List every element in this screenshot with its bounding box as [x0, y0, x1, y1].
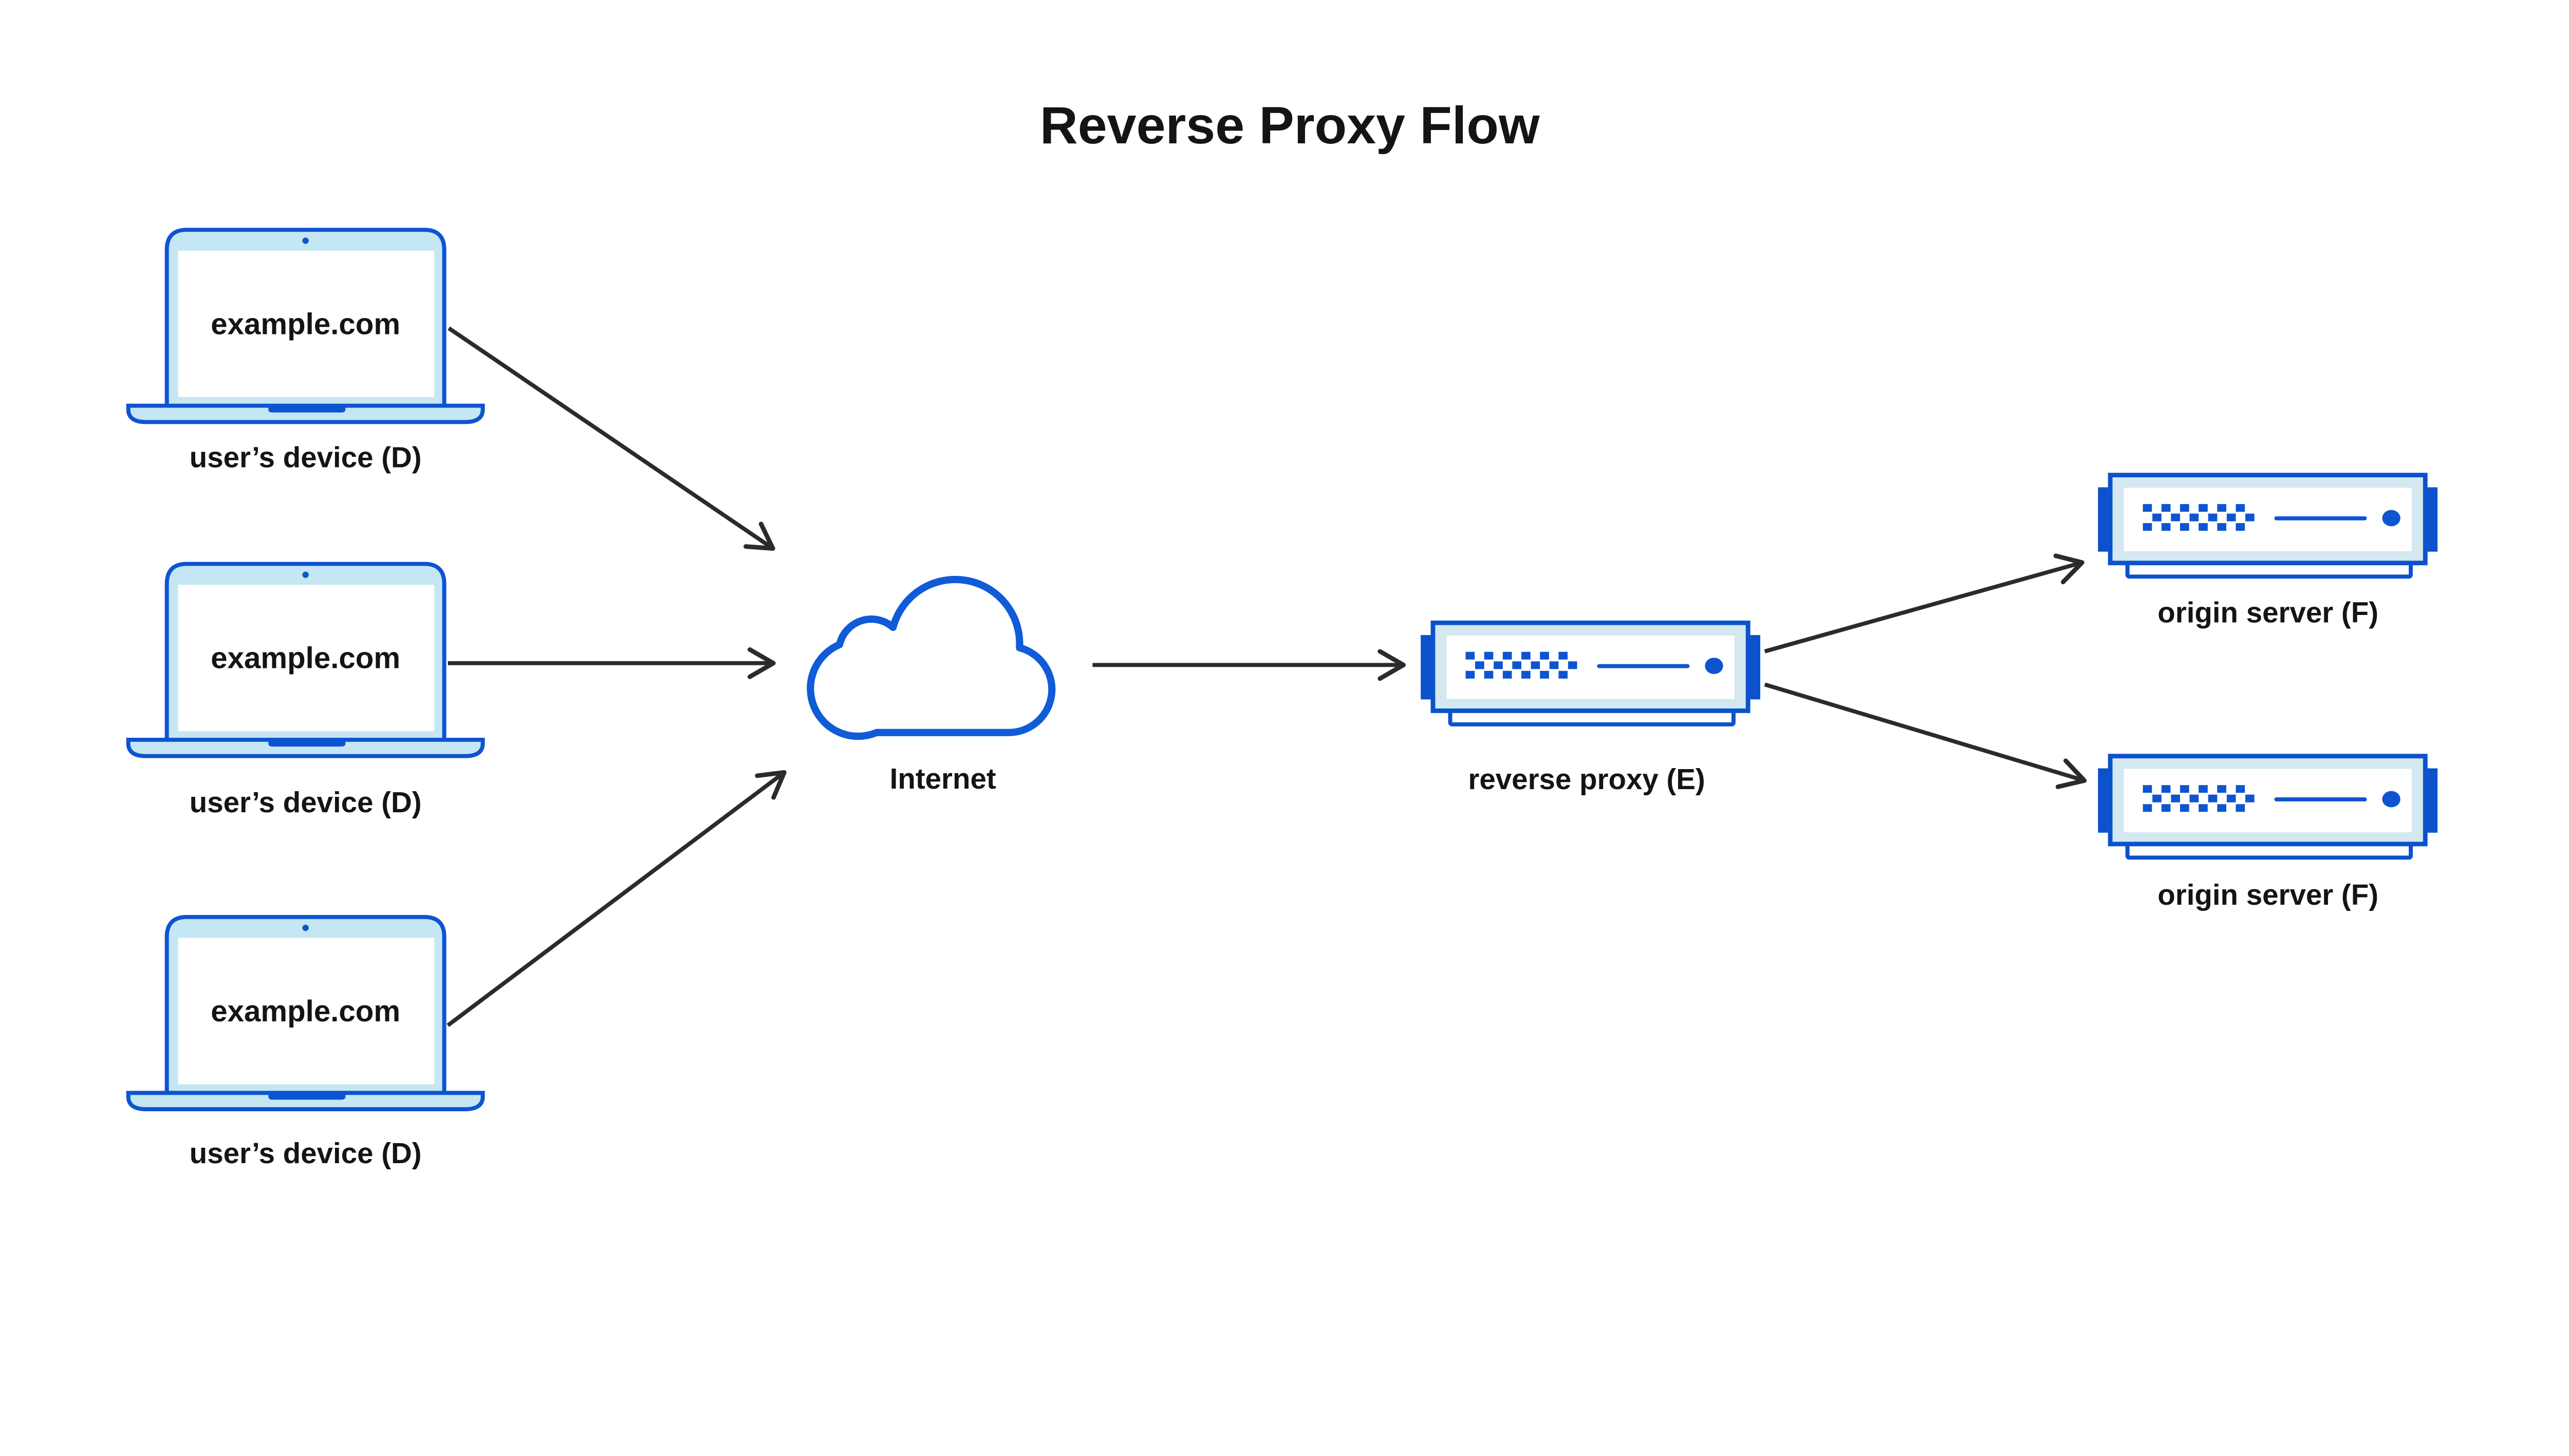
- reverse-proxy-label: reverse proxy (E): [1468, 763, 1705, 795]
- internet-label: Internet: [890, 762, 996, 795]
- diagram-canvas: Reverse Proxy Flow example.com user’s de…: [126, 95, 2440, 1169]
- server-icon: [2098, 756, 2437, 858]
- origin-server-1: origin server (F): [2098, 475, 2437, 628]
- cloud-icon: [807, 575, 1056, 740]
- device-screen-text: example.com: [211, 307, 400, 341]
- device-screen-text: example.com: [211, 642, 400, 675]
- internet: Internet: [807, 575, 1056, 795]
- device-screen-text: example.com: [211, 995, 400, 1028]
- origin-server-label: origin server (F): [2157, 596, 2378, 628]
- server-icon: [1421, 623, 1760, 724]
- arrow-device3-to-internet: [446, 770, 787, 1027]
- reverse-proxy-flow-diagram: Reverse Proxy Flow example.com user’s de…: [126, 95, 2440, 1169]
- origin-server-2: origin server (F): [2098, 756, 2437, 911]
- user-device-1: example.com user’s device (D): [128, 230, 483, 474]
- device-label: user’s device (D): [190, 441, 422, 474]
- user-device-2: example.com user’s device (D): [128, 564, 483, 818]
- arrow-proxy-to-origin2: [1764, 682, 2087, 789]
- arrow-proxy-to-origin1: [1764, 553, 2084, 654]
- page-title: Reverse Proxy Flow: [1040, 96, 1540, 155]
- device-label: user’s device (D): [190, 1137, 422, 1169]
- reverse-proxy: reverse proxy (E): [1421, 623, 1760, 795]
- server-icon: [2098, 475, 2437, 577]
- flow-arrows: [446, 326, 2087, 1027]
- arrow-device1-to-internet: [448, 326, 775, 551]
- origin-server-label: origin server (F): [2157, 879, 2378, 911]
- user-device-3: example.com user’s device (D): [128, 917, 483, 1169]
- device-label: user’s device (D): [190, 786, 422, 818]
